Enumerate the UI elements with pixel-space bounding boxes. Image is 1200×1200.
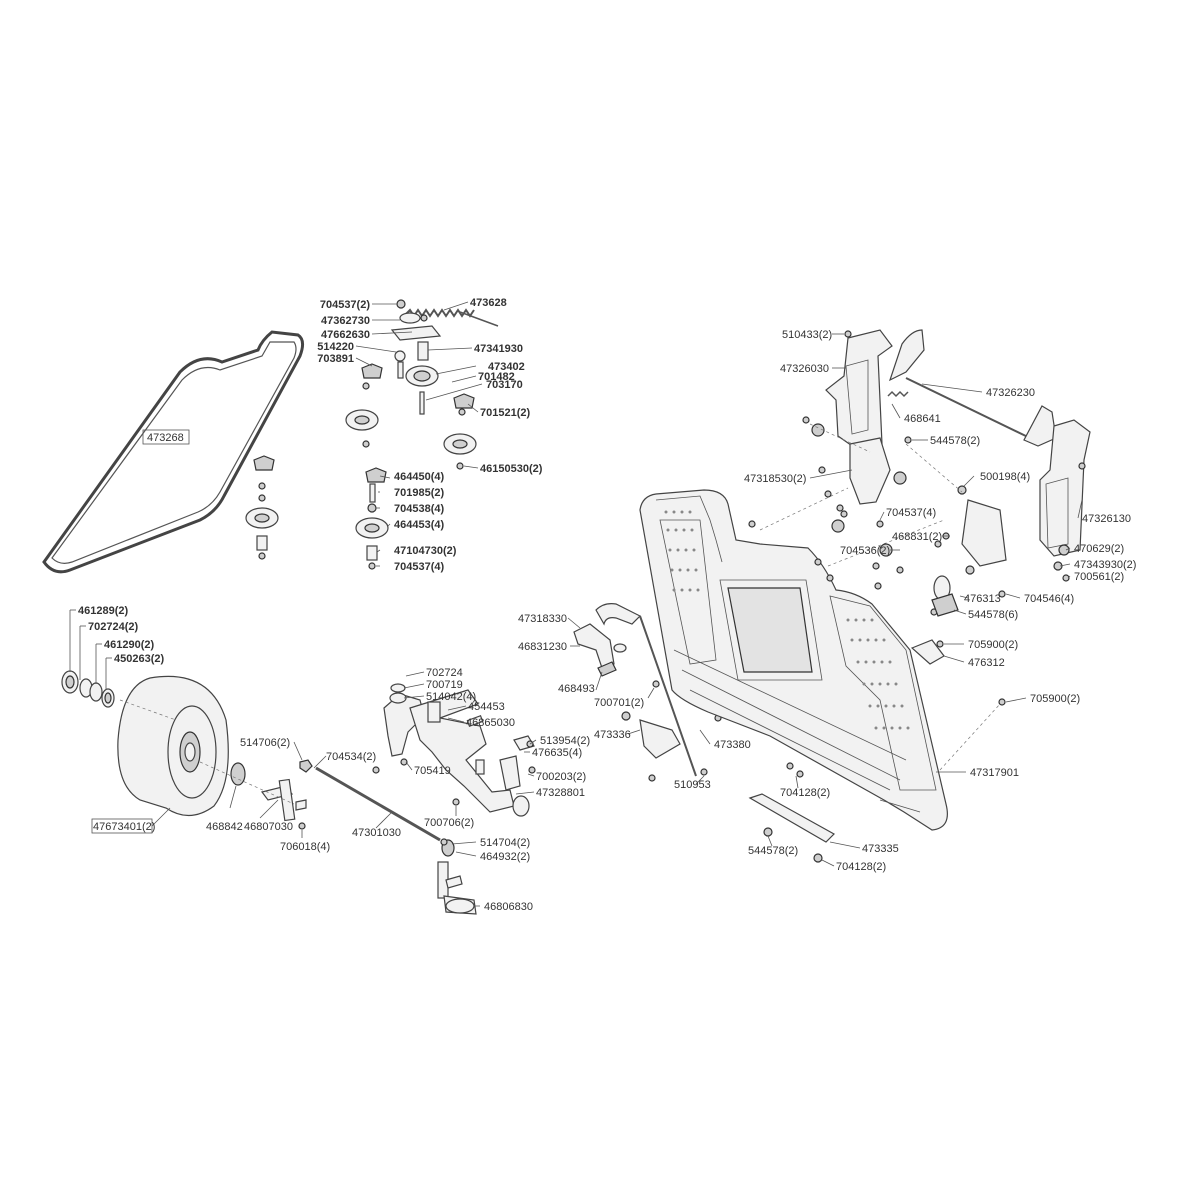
drive-belt xyxy=(42,330,305,574)
callout-464932-2: 464932(2) xyxy=(480,851,530,863)
callout-705900-2-lower: 705900(2) xyxy=(1030,693,1080,705)
callout-473335: 473335 xyxy=(862,843,899,855)
callout-labels: 473268 704537(2) 47362730 47662630 51422… xyxy=(78,297,1136,913)
callout-468831-2: 468831(2) xyxy=(892,531,942,543)
callout-47673401-2: 47673401(2) xyxy=(93,821,155,833)
linkage-leaders xyxy=(567,617,711,785)
callout-47662630: 47662630 xyxy=(321,329,370,341)
callout-700706-2: 700706(2) xyxy=(424,817,474,829)
callout-47341930: 47341930 xyxy=(474,343,523,355)
callout-46150530-2: 46150530(2) xyxy=(480,463,543,475)
callout-544578-2-upper: 544578(2) xyxy=(930,435,980,447)
callout-476635-4: 476635(4) xyxy=(532,747,582,759)
callout-701482: 701482 xyxy=(478,371,515,383)
callout-514220: 514220 xyxy=(317,341,354,353)
callout-47328801: 47328801 xyxy=(536,787,585,799)
callout-704546-4: 704546(4) xyxy=(1024,593,1074,605)
callout-47343930-2: 47343930(2) xyxy=(1074,559,1136,571)
callout-461290-2: 461290(2) xyxy=(104,639,154,651)
callout-704537-4: 704537(4) xyxy=(394,561,444,573)
footrest-plate xyxy=(639,489,1006,831)
callout-473628: 473628 xyxy=(470,297,507,309)
callout-476312: 476312 xyxy=(968,657,1005,669)
plate-leaders xyxy=(759,487,1027,867)
lower-bracket xyxy=(748,793,835,863)
callout-46806830: 46806830 xyxy=(484,901,533,913)
front-axle-assembly xyxy=(315,683,536,842)
callout-700561-2: 700561(2) xyxy=(1074,571,1124,583)
callout-47318330: 47318330 xyxy=(518,613,567,625)
callout-702724: 702724 xyxy=(426,667,463,679)
pedal-linkage xyxy=(573,603,722,782)
callout-510953: 510953 xyxy=(674,779,711,791)
callout-454453: 454453 xyxy=(468,701,505,713)
callout-464453-4: 464453(4) xyxy=(394,519,444,531)
callout-47326130: 47326130 xyxy=(1082,513,1131,525)
callout-450263-2: 450263(2) xyxy=(114,653,164,665)
callout-473402: 473402 xyxy=(488,361,525,373)
callout-700203-2: 700203(2) xyxy=(536,771,586,783)
callout-701521-2: 701521(2) xyxy=(480,407,530,419)
callout-701985-2: 701985(2) xyxy=(394,487,444,499)
callout-704128-2-upper: 704128(2) xyxy=(780,787,830,799)
pedal-mount-brackets xyxy=(802,329,1091,665)
callout-544578-2-lower: 544578(2) xyxy=(748,845,798,857)
callout-47326230: 47326230 xyxy=(986,387,1035,399)
callout-700719: 700719 xyxy=(426,679,463,691)
callout-47326030: 47326030 xyxy=(780,363,829,375)
front-wheel-assembly xyxy=(61,670,313,830)
callout-500198-4: 500198(4) xyxy=(980,471,1030,483)
callout-47301030: 47301030 xyxy=(352,827,401,839)
callout-704537-2: 704537(2) xyxy=(320,299,370,311)
callout-544578-6: 544578(6) xyxy=(968,609,1018,621)
callout-704534-2: 704534(2) xyxy=(326,751,376,763)
callout-47362730: 47362730 xyxy=(321,315,370,327)
pulley-leaders xyxy=(355,301,483,567)
callout-46865030: 46865030 xyxy=(466,717,515,729)
callout-700701-2: 700701(2) xyxy=(594,697,644,709)
callout-470629-2: 470629(2) xyxy=(1074,543,1124,555)
callout-476313: 476313 xyxy=(964,593,1001,605)
callout-464450-4: 464450(4) xyxy=(394,471,444,483)
callout-47317901: 47317901 xyxy=(970,767,1019,779)
callout-704536-2: 704536(2) xyxy=(840,545,890,557)
callout-510433-2: 510433(2) xyxy=(782,329,832,341)
callout-47318530-2: 47318530(2) xyxy=(744,473,806,485)
callout-704538-4: 704538(4) xyxy=(394,503,444,515)
callout-461289-2: 461289(2) xyxy=(78,605,128,617)
callout-706018-4: 706018(4) xyxy=(280,841,330,853)
axle-leaders xyxy=(375,671,537,907)
callout-468842: 468842 xyxy=(206,821,243,833)
callout-703170: 703170 xyxy=(486,379,523,391)
callout-703891: 703891 xyxy=(317,353,354,365)
callout-514042-4: 514042(4) xyxy=(426,691,476,703)
wheel-leaders xyxy=(69,609,327,838)
callout-46831230: 46831230 xyxy=(518,641,567,653)
callout-702724-2: 702724(2) xyxy=(88,621,138,633)
callout-473380: 473380 xyxy=(714,739,751,751)
idler-pulley-assembly xyxy=(345,299,499,570)
callout-513954-2: 513954(2) xyxy=(540,735,590,747)
callout-704537-4-right: 704537(4) xyxy=(886,507,936,519)
belt-idler-pulley xyxy=(245,455,279,560)
callout-468641: 468641 xyxy=(904,413,941,425)
callout-514704-2: 514704(2) xyxy=(480,837,530,849)
bracket-leaders xyxy=(809,333,1083,663)
callout-704128-2-lower: 704128(2) xyxy=(836,861,886,873)
callout-705419: 705419 xyxy=(414,765,451,777)
spindle-assembly xyxy=(437,838,477,915)
callout-46807030: 46807030 xyxy=(244,821,293,833)
callout-705900-2-upper: 705900(2) xyxy=(968,639,1018,651)
callout-473336: 473336 xyxy=(594,729,631,741)
callout-468493: 468493 xyxy=(558,683,595,695)
callout-514706-2: 514706(2) xyxy=(240,737,290,749)
callout-473268: 473268 xyxy=(147,432,184,444)
callout-47104730-2: 47104730(2) xyxy=(394,545,457,557)
